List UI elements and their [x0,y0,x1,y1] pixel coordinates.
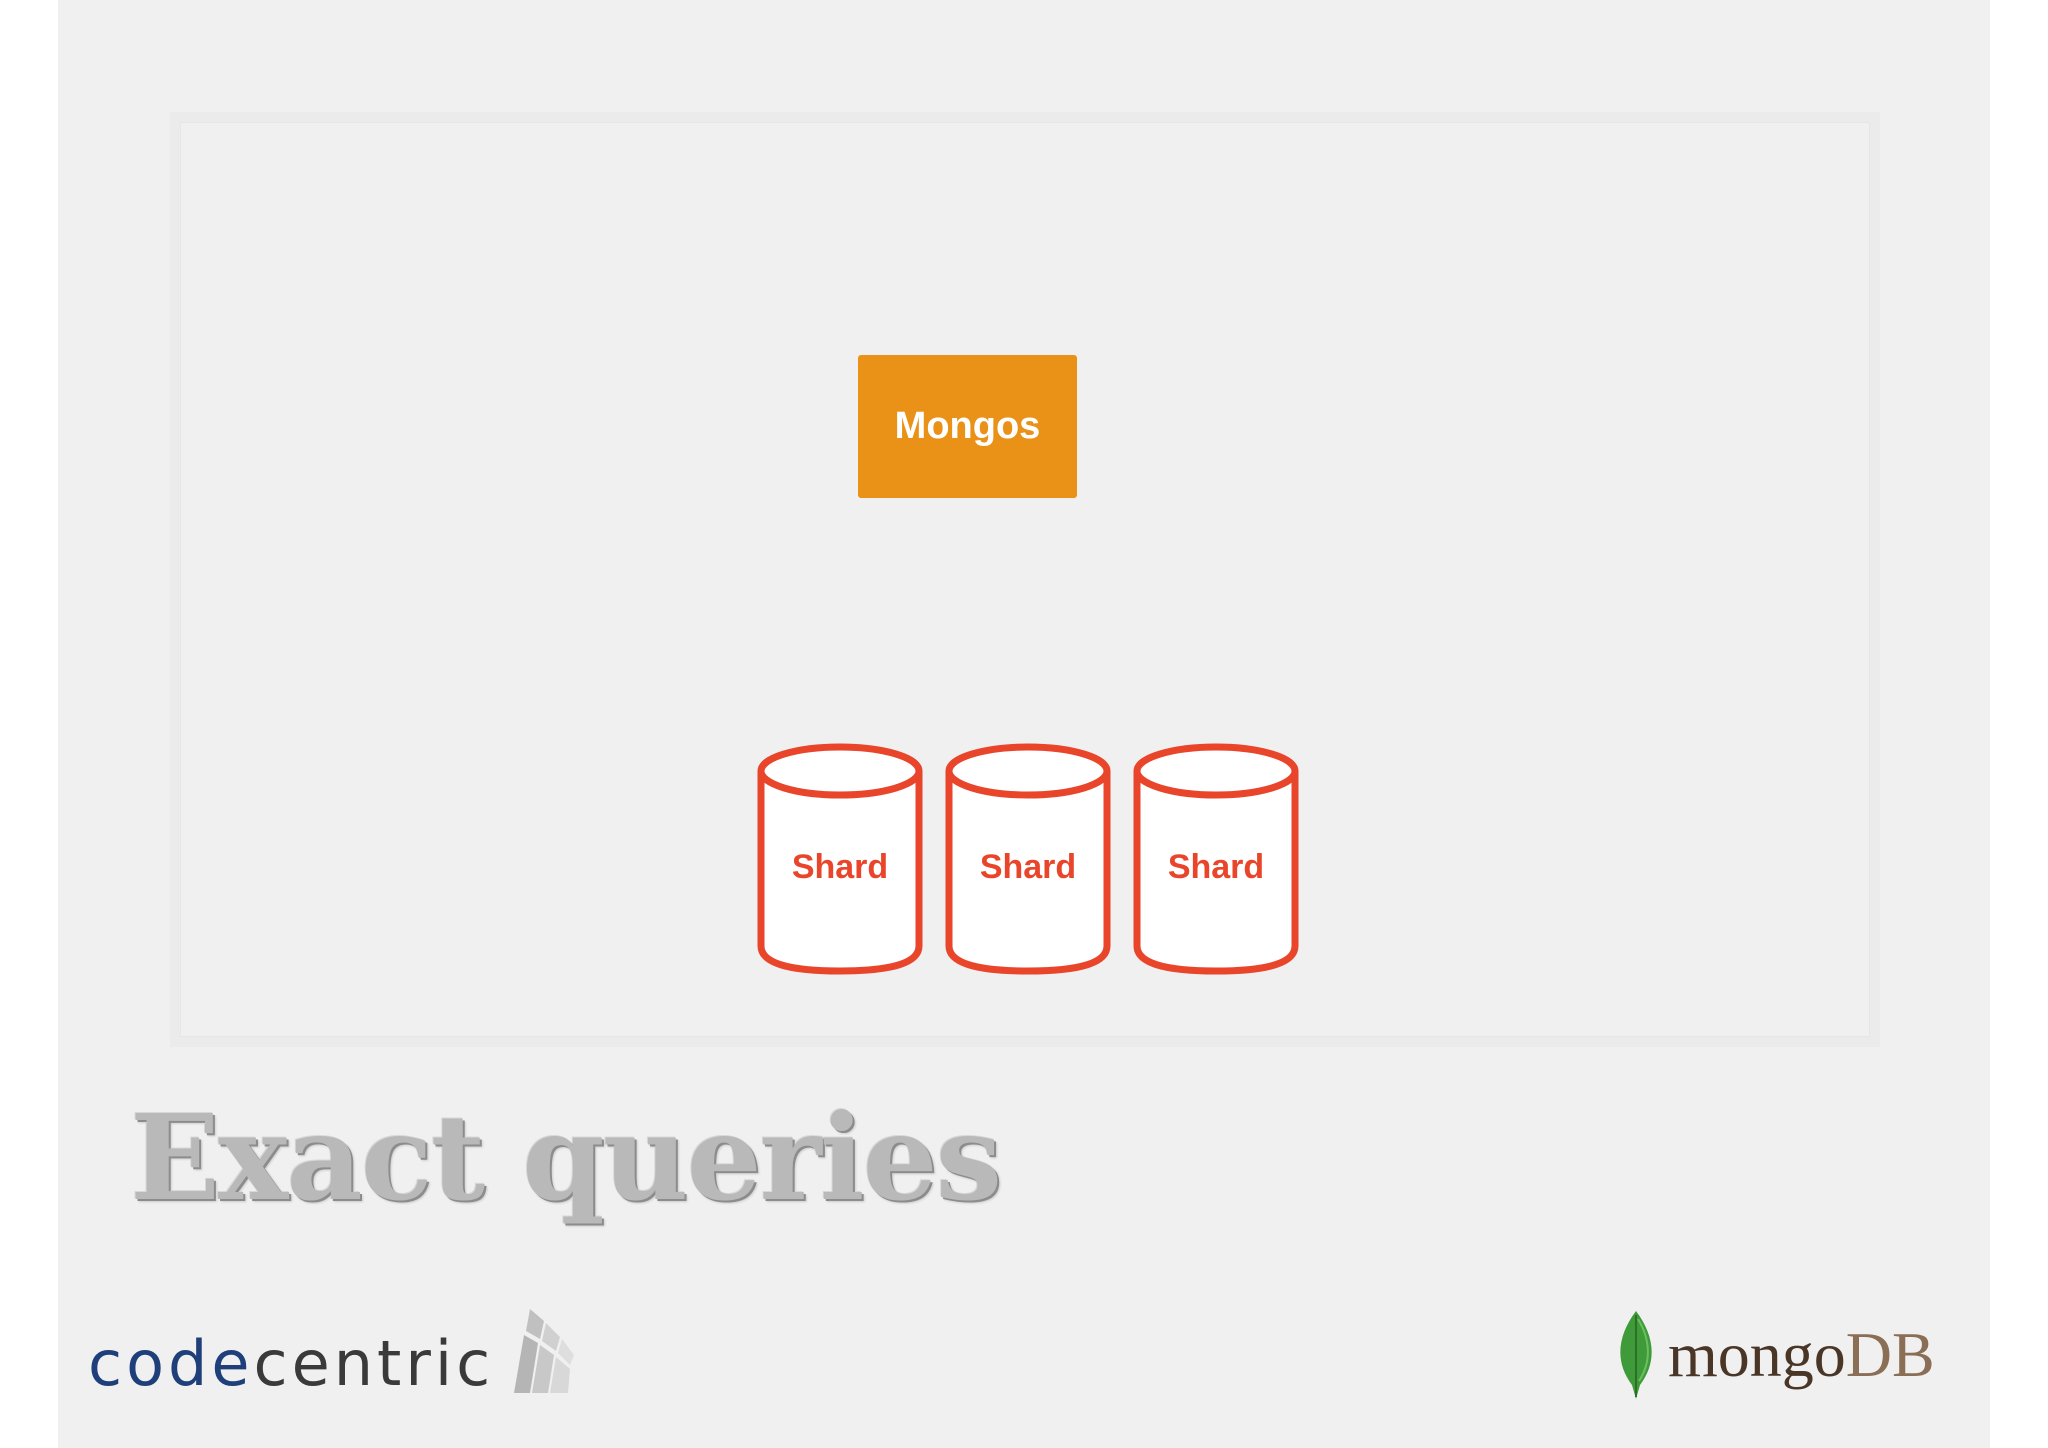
shard-label: Shard [791,848,889,886]
codecentric-logo: codecentric [88,1305,578,1395]
shard-2: Shard [943,743,1113,975]
database-cylinder-icon [757,743,923,975]
shard-3: Shard [1131,743,1301,975]
mongodb-wordmark: mongoDB [1668,1319,1935,1390]
leaf-icon [1620,1311,1652,1399]
codecentric-wordmark: codecentric [88,1327,495,1400]
mongos-label: Mongos [894,405,1041,447]
codecentric-mark-icon [514,1309,575,1393]
slide-title: Exact queries [130,1088,1002,1227]
mongos-router-box: Mongos [858,355,1077,498]
slide [58,0,1990,1448]
shard-label: Shard [979,848,1077,886]
shard-label: Shard [1167,848,1265,886]
database-cylinder-icon [945,743,1111,975]
shard-1: Shard [755,743,925,975]
database-cylinder-icon [1133,743,1299,975]
mongodb-logo: mongoDB [1612,1305,1935,1405]
